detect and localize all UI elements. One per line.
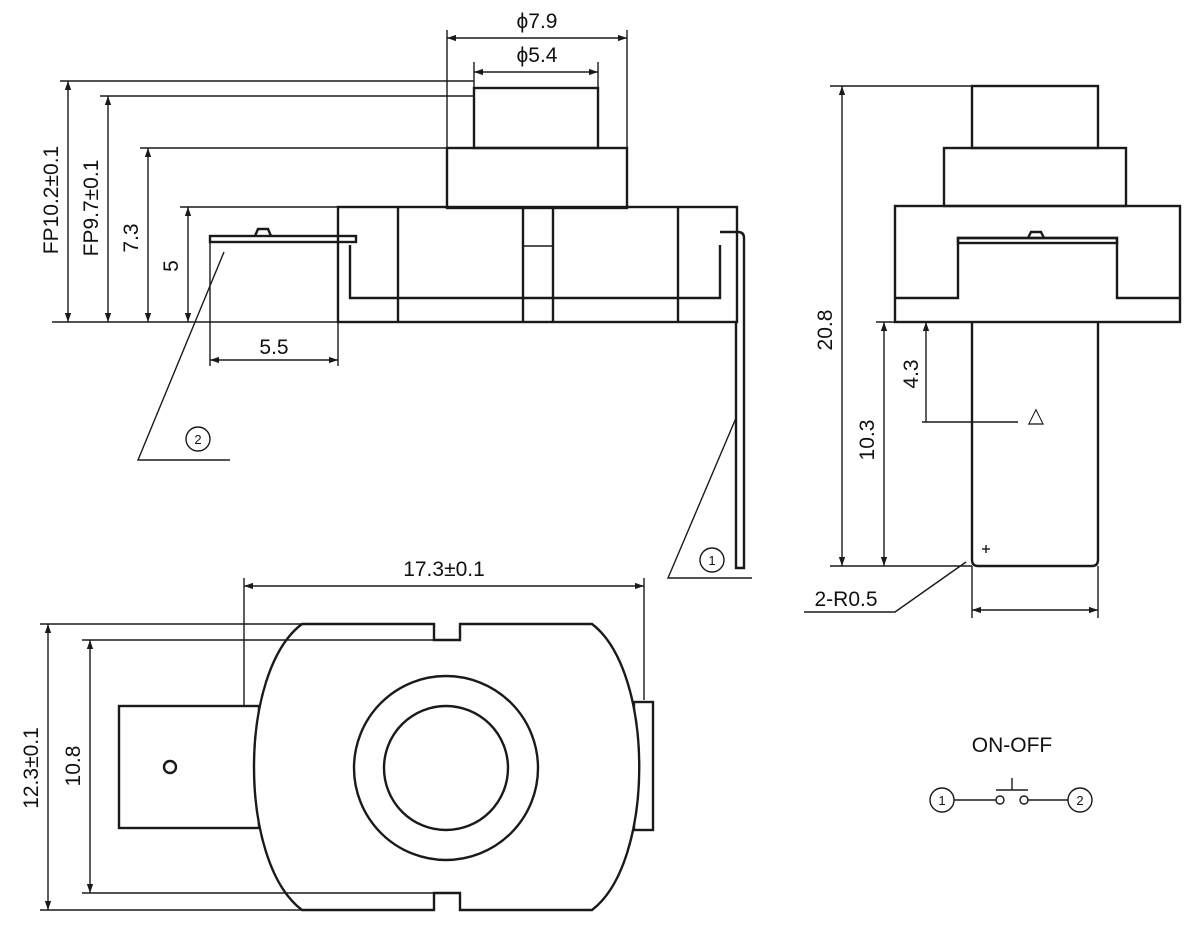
dim-height-body: 5 — [160, 260, 183, 272]
side-plunger-top — [970, 84, 1100, 150]
plunger-top — [472, 86, 600, 150]
callout-circle-2 — [185, 426, 211, 452]
dim-bottom-width: 17.3±0.1 — [403, 558, 485, 581]
dim-phi-inner: ϕ5.4 — [517, 44, 558, 67]
plunger-collar — [445, 146, 629, 210]
side-triangle-mark: △ — [1028, 404, 1045, 427]
schematic-title: ON-OFF — [972, 734, 1052, 757]
schematic-pin-1-label: 1 — [938, 793, 945, 808]
bottom-inner-ring — [382, 704, 510, 832]
schematic-pin-2-label: 2 — [1076, 793, 1083, 808]
side-lower-stem — [970, 322, 1100, 568]
callout-circle-1 — [699, 547, 725, 573]
dim-bottom-outer-height: 12.3±0.1 — [20, 727, 43, 809]
left-terminal — [208, 234, 358, 244]
body-inner-step — [348, 245, 722, 300]
dim-side-lower: 10.3 — [856, 420, 879, 461]
dim-side-radius: 2-R0.5 — [814, 588, 877, 611]
bottom-view: 17.3±0.1 12.3±0.1 10.8 — [20, 558, 655, 912]
front-view: ϕ7.9 ϕ5.4 FP10.2±0.1 FP9.7±0.1 7.3 5 5.5… — [40, 10, 752, 579]
dim-fp-mid: FP9.7±0.1 — [80, 160, 103, 257]
dim-side-total: 20.8 — [814, 310, 837, 351]
bottom-left-tab — [117, 704, 261, 830]
dim-terminal-width: 5.5 — [259, 336, 288, 359]
bottom-tab-hole — [162, 759, 178, 775]
side-view: △ 20.8 10.3 4.3 2-R0.5 — [804, 84, 1182, 618]
side-plunger-collar — [942, 146, 1128, 208]
bottom-outer-ring — [352, 674, 540, 862]
side-body — [893, 204, 1182, 324]
dim-side-mark: 4.3 — [900, 359, 923, 388]
right-terminal — [720, 230, 746, 570]
dim-height-mid: 7.3 — [120, 223, 143, 252]
callout-label-2: 2 — [194, 432, 201, 447]
callout-label-1: 1 — [708, 553, 715, 568]
dim-fp-top: FP10.2±0.1 — [40, 146, 63, 254]
dim-phi-outer: ϕ7.9 — [517, 10, 558, 33]
on-off-schematic: ON-OFF 1 2 — [929, 734, 1093, 813]
switch-body — [336, 205, 739, 324]
side-contact-strip — [956, 236, 1119, 245]
bottom-body-outline — [252, 622, 641, 912]
dim-bottom-inner-height: 10.8 — [62, 746, 85, 787]
schematic-pin-2-circle — [1067, 787, 1093, 813]
